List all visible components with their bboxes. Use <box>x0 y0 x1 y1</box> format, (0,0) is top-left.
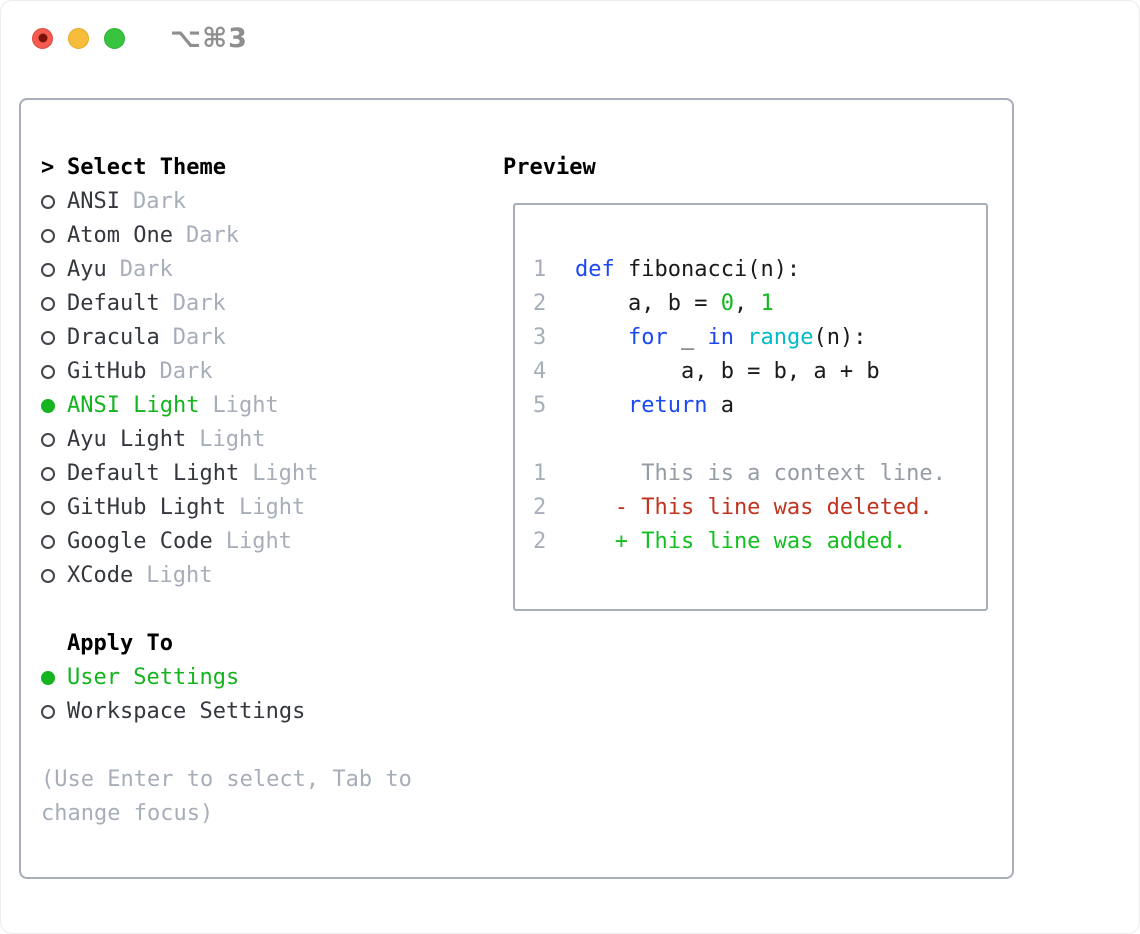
radio-icon <box>41 365 55 379</box>
theme-variant: Dark <box>159 359 213 384</box>
theme-name: Default <box>67 291 160 316</box>
radio-icon <box>41 501 55 515</box>
line-number: 4 <box>533 359 547 384</box>
radio-icon <box>41 331 55 345</box>
help-text-line1: (Use Enter to select, Tab to <box>41 767 412 792</box>
radio-icon <box>41 229 55 243</box>
apply-to-title: Apply To <box>67 631 173 656</box>
theme-variant: Light <box>252 461 319 486</box>
code-line: 4 a, b = b, a + b <box>533 355 986 389</box>
radio-icon <box>41 399 55 413</box>
theme-name: Ayu Light <box>67 427 187 452</box>
apply-option[interactable]: Workspace Settings <box>41 695 412 729</box>
theme-item[interactable]: Default Dark <box>41 287 412 321</box>
theme-name: XCode <box>67 563 134 588</box>
radio-icon <box>41 535 55 549</box>
theme-name: Google Code <box>67 529 213 554</box>
line-number: 5 <box>533 393 547 418</box>
theme-item[interactable]: ANSI Light Light <box>41 389 412 423</box>
line-number: 1 <box>533 461 547 486</box>
line-number: 1 <box>533 257 547 282</box>
window-title: ⌥⌘3 <box>170 22 248 54</box>
help-text-line2: change focus) <box>41 801 214 826</box>
theme-item[interactable]: Dracula Dark <box>41 321 412 355</box>
theme-item[interactable]: Ayu Light Light <box>41 423 412 457</box>
code-line: 1 def fibonacci(n): <box>533 253 986 287</box>
theme-name: GitHub Light <box>67 495 226 520</box>
theme-name: Atom One <box>67 223 173 248</box>
line-number: 2 <box>533 529 547 554</box>
line-number: 2 <box>533 495 547 520</box>
theme-variant: Light <box>238 495 306 520</box>
theme-item[interactable]: XCode Light <box>41 559 412 593</box>
diff-added-line: 2 + This line was added. <box>533 525 986 559</box>
theme-name: GitHub <box>67 359 147 384</box>
radio-icon <box>41 705 55 719</box>
code-line: 2 a, b = 0, 1 <box>533 287 986 321</box>
theme-item[interactable]: Ayu Dark <box>41 253 412 287</box>
preview-pane: 1 def fibonacci(n): 2 a, b = 0, 1 3 for … <box>513 203 988 611</box>
theme-name: ANSI <box>67 189 120 214</box>
radio-icon <box>41 195 55 209</box>
spacer <box>41 593 412 627</box>
theme-item[interactable]: Google Code Light <box>41 525 412 559</box>
theme-list: > Select Theme ANSI Dark Atom One Dark A… <box>41 151 412 831</box>
radio-icon <box>41 467 55 481</box>
theme-variant: Light <box>212 393 279 418</box>
apply-option-label: User Settings <box>67 665 240 690</box>
code-line: 5 return a <box>533 389 986 423</box>
diff-deleted-line: 2 - This line was deleted. <box>533 491 986 525</box>
line-number: 2 <box>533 291 547 316</box>
theme-variant: Dark <box>132 189 186 214</box>
theme-list-title: Select Theme <box>67 155 226 180</box>
theme-name: Ayu <box>67 257 107 282</box>
code-line: 3 for _ in range(n): <box>533 321 986 355</box>
apply-option-label: Workspace Settings <box>67 699 306 724</box>
code-line-blank <box>533 423 986 457</box>
cursor-icon: > <box>41 155 55 180</box>
theme-item[interactable]: GitHub Light Light <box>41 491 412 525</box>
theme-item[interactable]: GitHub Dark <box>41 355 412 389</box>
theme-variant: Dark <box>172 325 226 350</box>
theme-name: Dracula <box>67 325 160 350</box>
theme-item[interactable]: Atom One Dark <box>41 219 412 253</box>
theme-item[interactable]: Default Light Light <box>41 457 412 491</box>
minimize-button[interactable] <box>68 27 89 49</box>
zoom-button[interactable] <box>104 27 125 49</box>
theme-list-header: > Select Theme <box>41 151 412 185</box>
apply-to-header: Apply To <box>41 627 412 661</box>
preview-title: Preview <box>503 155 596 180</box>
theme-variant: Light <box>199 427 266 452</box>
titlebar: ⌥⌘3 <box>32 23 248 54</box>
radio-icon <box>41 297 55 311</box>
close-button[interactable] <box>32 27 53 49</box>
theme-item[interactable]: ANSI Dark <box>41 185 412 219</box>
radio-icon <box>41 433 55 447</box>
theme-variant: Light <box>146 563 213 588</box>
apply-option[interactable]: User Settings <box>41 661 412 695</box>
line-number: 3 <box>533 325 547 350</box>
radio-icon <box>41 671 55 685</box>
tui-frame: > Select Theme ANSI Dark Atom One Dark A… <box>19 98 1014 879</box>
theme-name: Default Light <box>67 461 240 486</box>
radio-icon <box>41 569 55 583</box>
theme-name: ANSI Light <box>67 393 200 418</box>
spacer <box>41 729 412 763</box>
radio-icon <box>41 263 55 277</box>
theme-variant: Dark <box>185 223 239 248</box>
diff-context-line: 1 This is a context line. <box>533 457 986 491</box>
theme-variant: Light <box>225 529 292 554</box>
theme-variant: Dark <box>172 291 226 316</box>
theme-variant: Dark <box>119 257 173 282</box>
